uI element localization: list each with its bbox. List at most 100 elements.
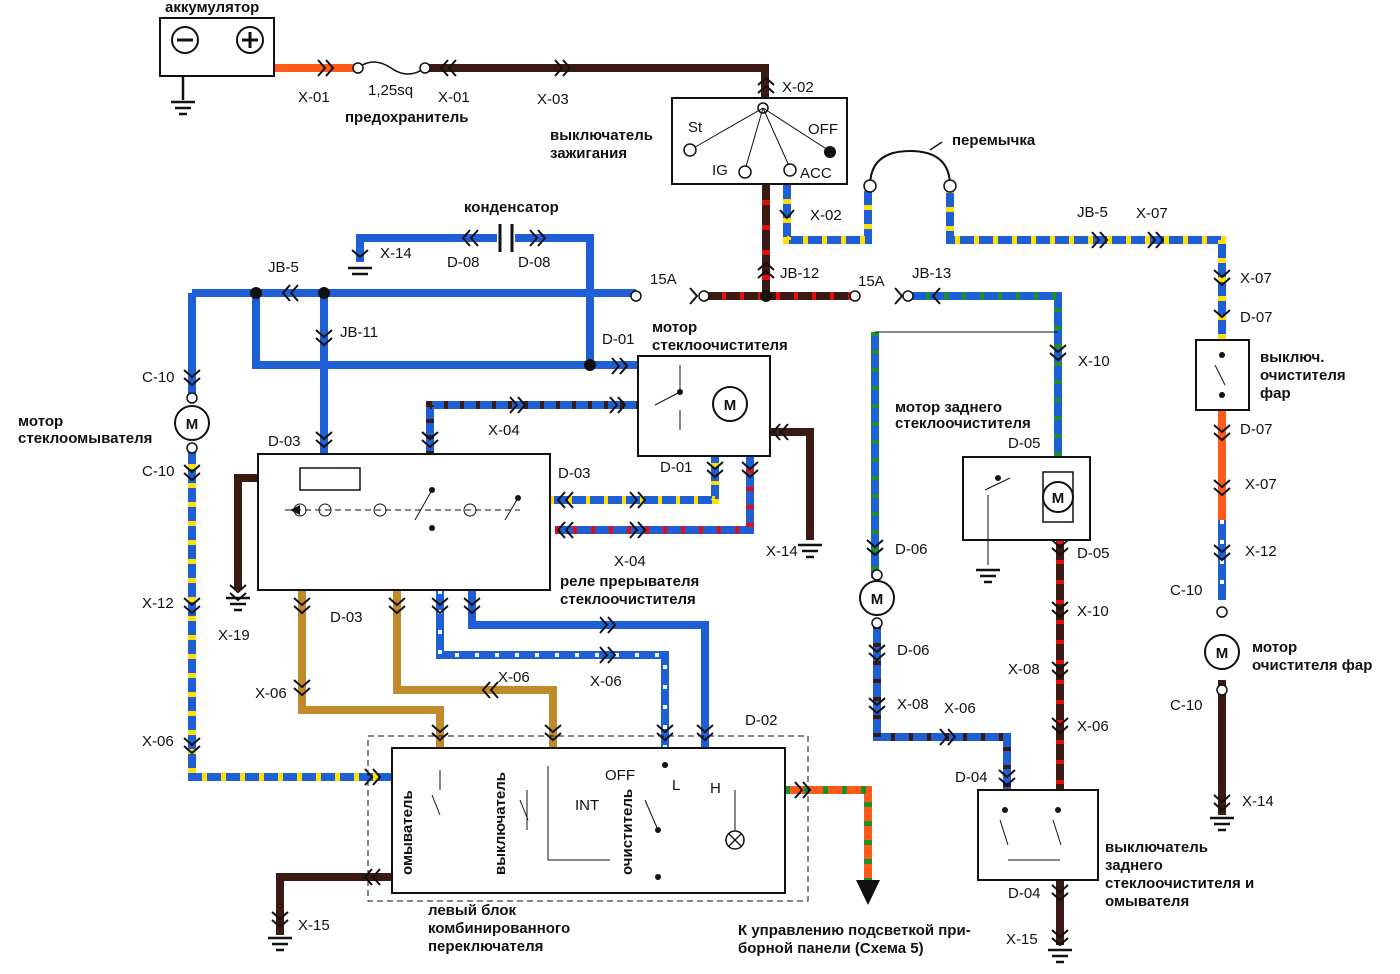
wire-x04-top — [426, 401, 640, 455]
ground-icon — [348, 266, 372, 276]
svg-text:борной панели (Схема 5): борной панели (Схема 5) — [738, 940, 924, 957]
svg-text:D-03: D-03 — [558, 465, 591, 482]
svg-text:D-03: D-03 — [268, 433, 301, 450]
svg-text:мотор: мотор — [652, 319, 697, 336]
rear-wiper-motor: M — [962, 456, 1091, 565]
svg-text:реле прерывателя: реле прерывателя — [560, 573, 699, 590]
svg-text:X-12: X-12 — [142, 595, 174, 612]
svg-text:левый блок: левый блок — [428, 902, 516, 919]
wire-motor-ground — [770, 428, 814, 540]
combo-switch — [367, 735, 809, 902]
svg-text:D-01: D-01 — [660, 459, 693, 476]
svg-text:X-15: X-15 — [1006, 931, 1038, 948]
wire-x04-bottom-b — [555, 455, 754, 534]
wiper-relay — [257, 453, 551, 591]
wire-fuse-ignition — [425, 64, 769, 105]
svg-text:M: M — [871, 591, 884, 608]
svg-text:стеклоочистителя: стеклоочистителя — [560, 591, 696, 608]
svg-text:X-08: X-08 — [1008, 661, 1040, 678]
svg-text:X-04: X-04 — [614, 553, 646, 570]
ground-icon — [1210, 816, 1234, 832]
svg-text:очистителя: очистителя — [1260, 367, 1346, 384]
svg-text:H: H — [710, 780, 721, 797]
svg-text:OFF: OFF — [808, 121, 838, 138]
svg-text:D-08: D-08 — [518, 254, 551, 271]
svg-text:фар: фар — [1260, 385, 1291, 402]
ground-icon — [171, 75, 195, 116]
svg-text:X-07: X-07 — [1240, 270, 1272, 287]
svg-text:X-14: X-14 — [766, 543, 798, 560]
battery-label: аккумулятор — [165, 0, 259, 16]
svg-text:D-06: D-06 — [895, 541, 928, 558]
ground-icon — [798, 543, 822, 559]
svg-text:M: M — [724, 397, 737, 414]
svg-text:мотор заднего: мотор заднего — [895, 399, 1002, 416]
svg-text:X-08: X-08 — [897, 696, 929, 713]
svg-text:D-06: D-06 — [897, 642, 930, 659]
wiper-motor: M — [637, 355, 771, 457]
arrow-down-icon — [856, 880, 880, 905]
wire-blue-b — [468, 590, 709, 755]
svg-text:переключателя: переключателя — [428, 938, 543, 955]
svg-text:мотор: мотор — [1252, 639, 1297, 656]
wire-bus-right — [908, 292, 1062, 470]
jumper-label: перемычка — [952, 132, 1036, 149]
svg-text:JB-13: JB-13 — [912, 265, 951, 282]
svg-text:стеклоочистителя: стеклоочистителя — [652, 337, 788, 354]
ground-icon — [268, 936, 292, 952]
svg-text:D-03: D-03 — [330, 609, 363, 626]
svg-text:X-15: X-15 — [298, 917, 330, 934]
jumper — [863, 141, 957, 193]
svg-text:X-01: X-01 — [298, 89, 330, 106]
capacitor-label: конденсатор — [464, 199, 559, 216]
labels: аккумулятор 1,25sq предохранитель выключ… — [18, 0, 1372, 957]
svg-text:X-06: X-06 — [498, 669, 530, 686]
svg-text:IG: IG — [712, 162, 728, 179]
svg-text:JB-5: JB-5 — [268, 259, 299, 276]
svg-text:К управлению подсветкой при-: К управлению подсветкой при- — [738, 922, 971, 939]
svg-text:X-12: X-12 — [1245, 543, 1277, 560]
svg-text:стеклоочистителя: стеклоочистителя — [895, 415, 1031, 432]
wire-tan-a — [298, 590, 444, 755]
ignition-switch — [671, 97, 848, 185]
svg-text:D-04: D-04 — [955, 769, 988, 786]
headlamp-switch — [1195, 339, 1250, 411]
svg-text:15A: 15A — [650, 271, 677, 288]
wire-dash — [785, 786, 872, 880]
svg-text:L: L — [672, 777, 680, 794]
svg-text:X-06: X-06 — [944, 700, 976, 717]
wire-jumper-jb5-right — [946, 188, 1226, 340]
capacitor-icon — [498, 224, 514, 252]
svg-text:омыватель: омыватель — [399, 790, 416, 875]
wire-combo-ground — [276, 873, 395, 935]
svg-text:JB-12: JB-12 — [780, 265, 819, 282]
wire-capacitor — [356, 234, 497, 262]
svg-text:C-10: C-10 — [1170, 582, 1203, 599]
wires — [188, 64, 1226, 945]
svg-text:X-06: X-06 — [1077, 718, 1109, 735]
svg-text:C-10: C-10 — [142, 369, 175, 386]
svg-text:комбинированного: комбинированного — [428, 920, 570, 937]
ground-symbols — [171, 75, 1234, 964]
svg-text:X-14: X-14 — [1242, 793, 1274, 810]
fuse-label: предохранитель — [345, 109, 468, 126]
headlamp-motor: M — [1204, 606, 1240, 696]
washer-motor: M — [174, 392, 210, 454]
wire-tan-b — [393, 590, 557, 755]
svg-text:X-06: X-06 — [142, 733, 174, 750]
svg-text:D-05: D-05 — [1077, 545, 1110, 562]
svg-text:X-10: X-10 — [1077, 603, 1109, 620]
svg-text:очиститель: очиститель — [619, 789, 636, 875]
ground-icon — [226, 596, 250, 612]
svg-text:мотор: мотор — [18, 413, 63, 430]
svg-text:OFF: OFF — [605, 767, 635, 784]
svg-text:X-19: X-19 — [218, 627, 250, 644]
svg-text:ACC: ACC — [800, 165, 832, 182]
svg-text:выключатель: выключатель — [492, 772, 509, 875]
wire-relay-ground — [234, 474, 262, 590]
battery — [159, 17, 275, 77]
svg-text:выключ.: выключ. — [1260, 349, 1324, 366]
svg-text:X-07: X-07 — [1136, 205, 1168, 222]
svg-text:X-04: X-04 — [488, 422, 520, 439]
